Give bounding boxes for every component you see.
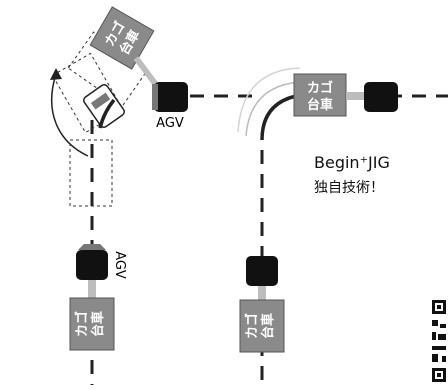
agv-vertical bbox=[76, 250, 108, 280]
right-turn-guide-2 bbox=[237, 67, 301, 133]
caption-tagline: 独自技術！ bbox=[314, 180, 384, 196]
hitch-bottom-right bbox=[258, 286, 266, 300]
cart-bottom-left bbox=[69, 297, 115, 351]
agv-turning bbox=[83, 84, 125, 128]
right-turn-path bbox=[260, 94, 297, 141]
right-turn-guide-1 bbox=[245, 81, 301, 137]
agv-right-vertical bbox=[246, 256, 278, 286]
left-panel: カゴ 台車 AGV AGV カゴ 台車 bbox=[50, 6, 256, 385]
agv-bottom-label: AGV bbox=[112, 251, 127, 279]
hitch-top-right bbox=[346, 92, 364, 100]
cart-bottom-left-line2: 台車 bbox=[90, 311, 106, 337]
caption-brand: Begin⁺JIG bbox=[314, 153, 390, 172]
cart-bottom-right-line1: カゴ bbox=[244, 313, 260, 339]
agv-vertical-front bbox=[78, 244, 106, 250]
turn-path-segment bbox=[98, 98, 116, 129]
agv-right-label: AGV bbox=[156, 116, 184, 131]
cart-top-right-line2: 台車 bbox=[307, 97, 333, 113]
agv-horizontal bbox=[154, 82, 188, 112]
rotation-arrowhead bbox=[50, 68, 62, 80]
qr-code-icon bbox=[430, 298, 448, 385]
agv-right-horizontal bbox=[364, 82, 398, 112]
ghost-cart-frame-1 bbox=[69, 139, 113, 207]
cart-bottom-right-line2: 台車 bbox=[260, 313, 276, 339]
agv-horizontal-front bbox=[152, 84, 158, 110]
rotation-arrow bbox=[51, 73, 89, 157]
cart-top-right-line1: カゴ bbox=[307, 80, 333, 96]
hitch-bottom-left bbox=[88, 280, 96, 298]
right-panel: カゴ 台車 Begin⁺JIG 独自技術！ カゴ 台車 bbox=[237, 67, 448, 385]
ghost-cart-frame-3 bbox=[67, 31, 149, 107]
cart-top-left: カゴ 台車 bbox=[89, 6, 155, 70]
cart-bottom-left-line1: カゴ bbox=[74, 311, 90, 337]
cart-bottom-right bbox=[239, 299, 285, 353]
